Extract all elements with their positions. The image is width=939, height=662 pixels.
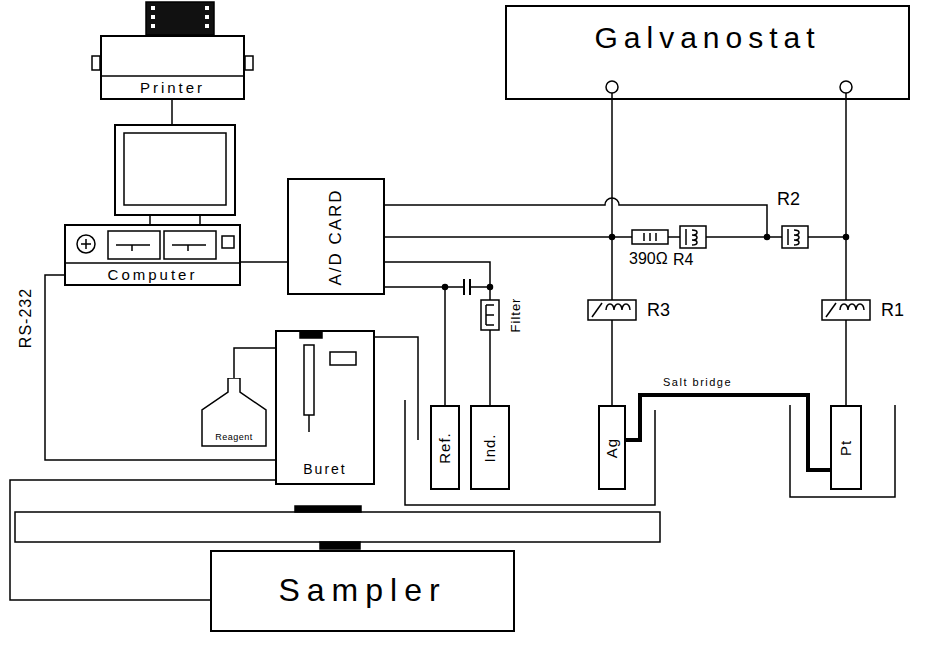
power-button	[77, 235, 95, 253]
wire	[45, 275, 275, 460]
turntable-block	[320, 542, 360, 549]
terminal	[840, 81, 852, 93]
wire	[385, 262, 490, 405]
monitor-screen	[124, 133, 226, 205]
relay-contact	[826, 303, 836, 317]
node-label: Reagent	[215, 433, 253, 443]
paper-hole	[151, 6, 155, 10]
filter-label: Filter	[509, 297, 523, 334]
filter-symbol	[481, 300, 499, 330]
resistor-symbol	[632, 230, 668, 244]
wire	[611, 100, 613, 405]
node-label: A/D CARD	[327, 188, 346, 285]
wire	[240, 261, 287, 263]
wire-label: RS-232	[17, 287, 35, 349]
computer-unit: Computer	[65, 125, 240, 285]
printer-paper	[146, 2, 214, 35]
wire	[234, 348, 275, 378]
buret-tip	[308, 415, 310, 432]
printer-knob	[245, 56, 253, 70]
monitor-case	[115, 125, 235, 215]
monitor-stand	[150, 215, 200, 225]
disk-drive	[164, 231, 216, 259]
buret-tube	[304, 345, 314, 415]
turntable-block	[295, 506, 361, 512]
ad-card-box: A/D CARD	[287, 178, 385, 295]
relay-name: R2	[776, 190, 801, 210]
paper-hole	[205, 15, 209, 19]
relay-symbol	[588, 300, 636, 320]
printer-strip-line	[100, 75, 245, 77]
relay-contact	[592, 303, 602, 317]
relay-contact	[685, 229, 687, 245]
indicator-square	[222, 236, 234, 248]
relay-symbol	[680, 226, 706, 248]
node-label: Printer	[140, 80, 205, 97]
wire	[171, 100, 173, 125]
node-label: Computer	[108, 267, 198, 284]
relay-coil	[840, 304, 864, 310]
relay-name: R1	[880, 301, 905, 321]
node-label: Ind.	[482, 433, 499, 462]
titration-vessel	[405, 400, 655, 505]
measure-wire	[385, 198, 767, 237]
disk-slot	[116, 245, 150, 251]
buret-head	[300, 331, 322, 338]
relay-symbol	[822, 300, 870, 320]
relay-coil	[692, 230, 697, 245]
junction-dot	[765, 235, 770, 240]
relay-coil	[606, 304, 630, 310]
node-label: Pt	[838, 439, 855, 455]
indicator-electrode: Ind.	[470, 405, 510, 490]
silver-electrode: Ag	[598, 405, 626, 490]
wire	[385, 287, 445, 405]
buret-box: Buret	[275, 330, 375, 485]
paper-hole	[205, 24, 209, 28]
computer-strip-line	[65, 262, 240, 264]
computer-base	[65, 225, 240, 285]
reference-electrode: Ref.	[430, 405, 460, 490]
capacitor-wire	[445, 286, 490, 288]
printer-knob	[92, 56, 100, 70]
node-label: Ag	[604, 437, 621, 457]
terminal	[606, 81, 618, 93]
galvanostat-box: Galvanostat	[505, 5, 910, 100]
relay-coil	[794, 230, 799, 245]
relay-contact	[787, 229, 789, 245]
dosing-tube	[375, 337, 418, 440]
measure-wire	[385, 236, 846, 238]
counter-beaker	[790, 405, 895, 497]
wire	[845, 100, 847, 405]
reagent-flask: Reagent	[200, 378, 268, 448]
wire-label: Salt bridge	[662, 376, 733, 388]
relay-name: R3	[646, 301, 671, 321]
disk-slot	[172, 245, 206, 251]
paper-hole	[205, 6, 209, 10]
node-label: Buret	[303, 462, 346, 477]
node-label: Galvanostat	[594, 21, 820, 54]
node-label: Sampler	[278, 573, 446, 608]
node-label: Ref.	[437, 432, 454, 464]
wire	[10, 480, 275, 600]
printer-box: Printer	[100, 35, 245, 100]
sampler-box: Sampler	[210, 550, 515, 632]
flask-shape	[202, 378, 266, 446]
sample-turntable	[15, 512, 660, 542]
relay-symbol	[782, 226, 808, 248]
power-button-mark	[81, 239, 91, 249]
disk-drive	[108, 231, 160, 259]
filter-mark	[486, 305, 494, 325]
resistor-value: 390Ω	[628, 250, 669, 268]
resistor-mark	[644, 233, 656, 241]
buret-display	[330, 352, 356, 365]
platinum-electrode: Pt	[830, 405, 862, 490]
relay-name: R4	[672, 251, 694, 269]
paper-hole	[151, 24, 155, 28]
salt-bridge	[626, 395, 830, 470]
paper-hole	[151, 15, 155, 19]
capacitor-symbol	[464, 279, 470, 295]
